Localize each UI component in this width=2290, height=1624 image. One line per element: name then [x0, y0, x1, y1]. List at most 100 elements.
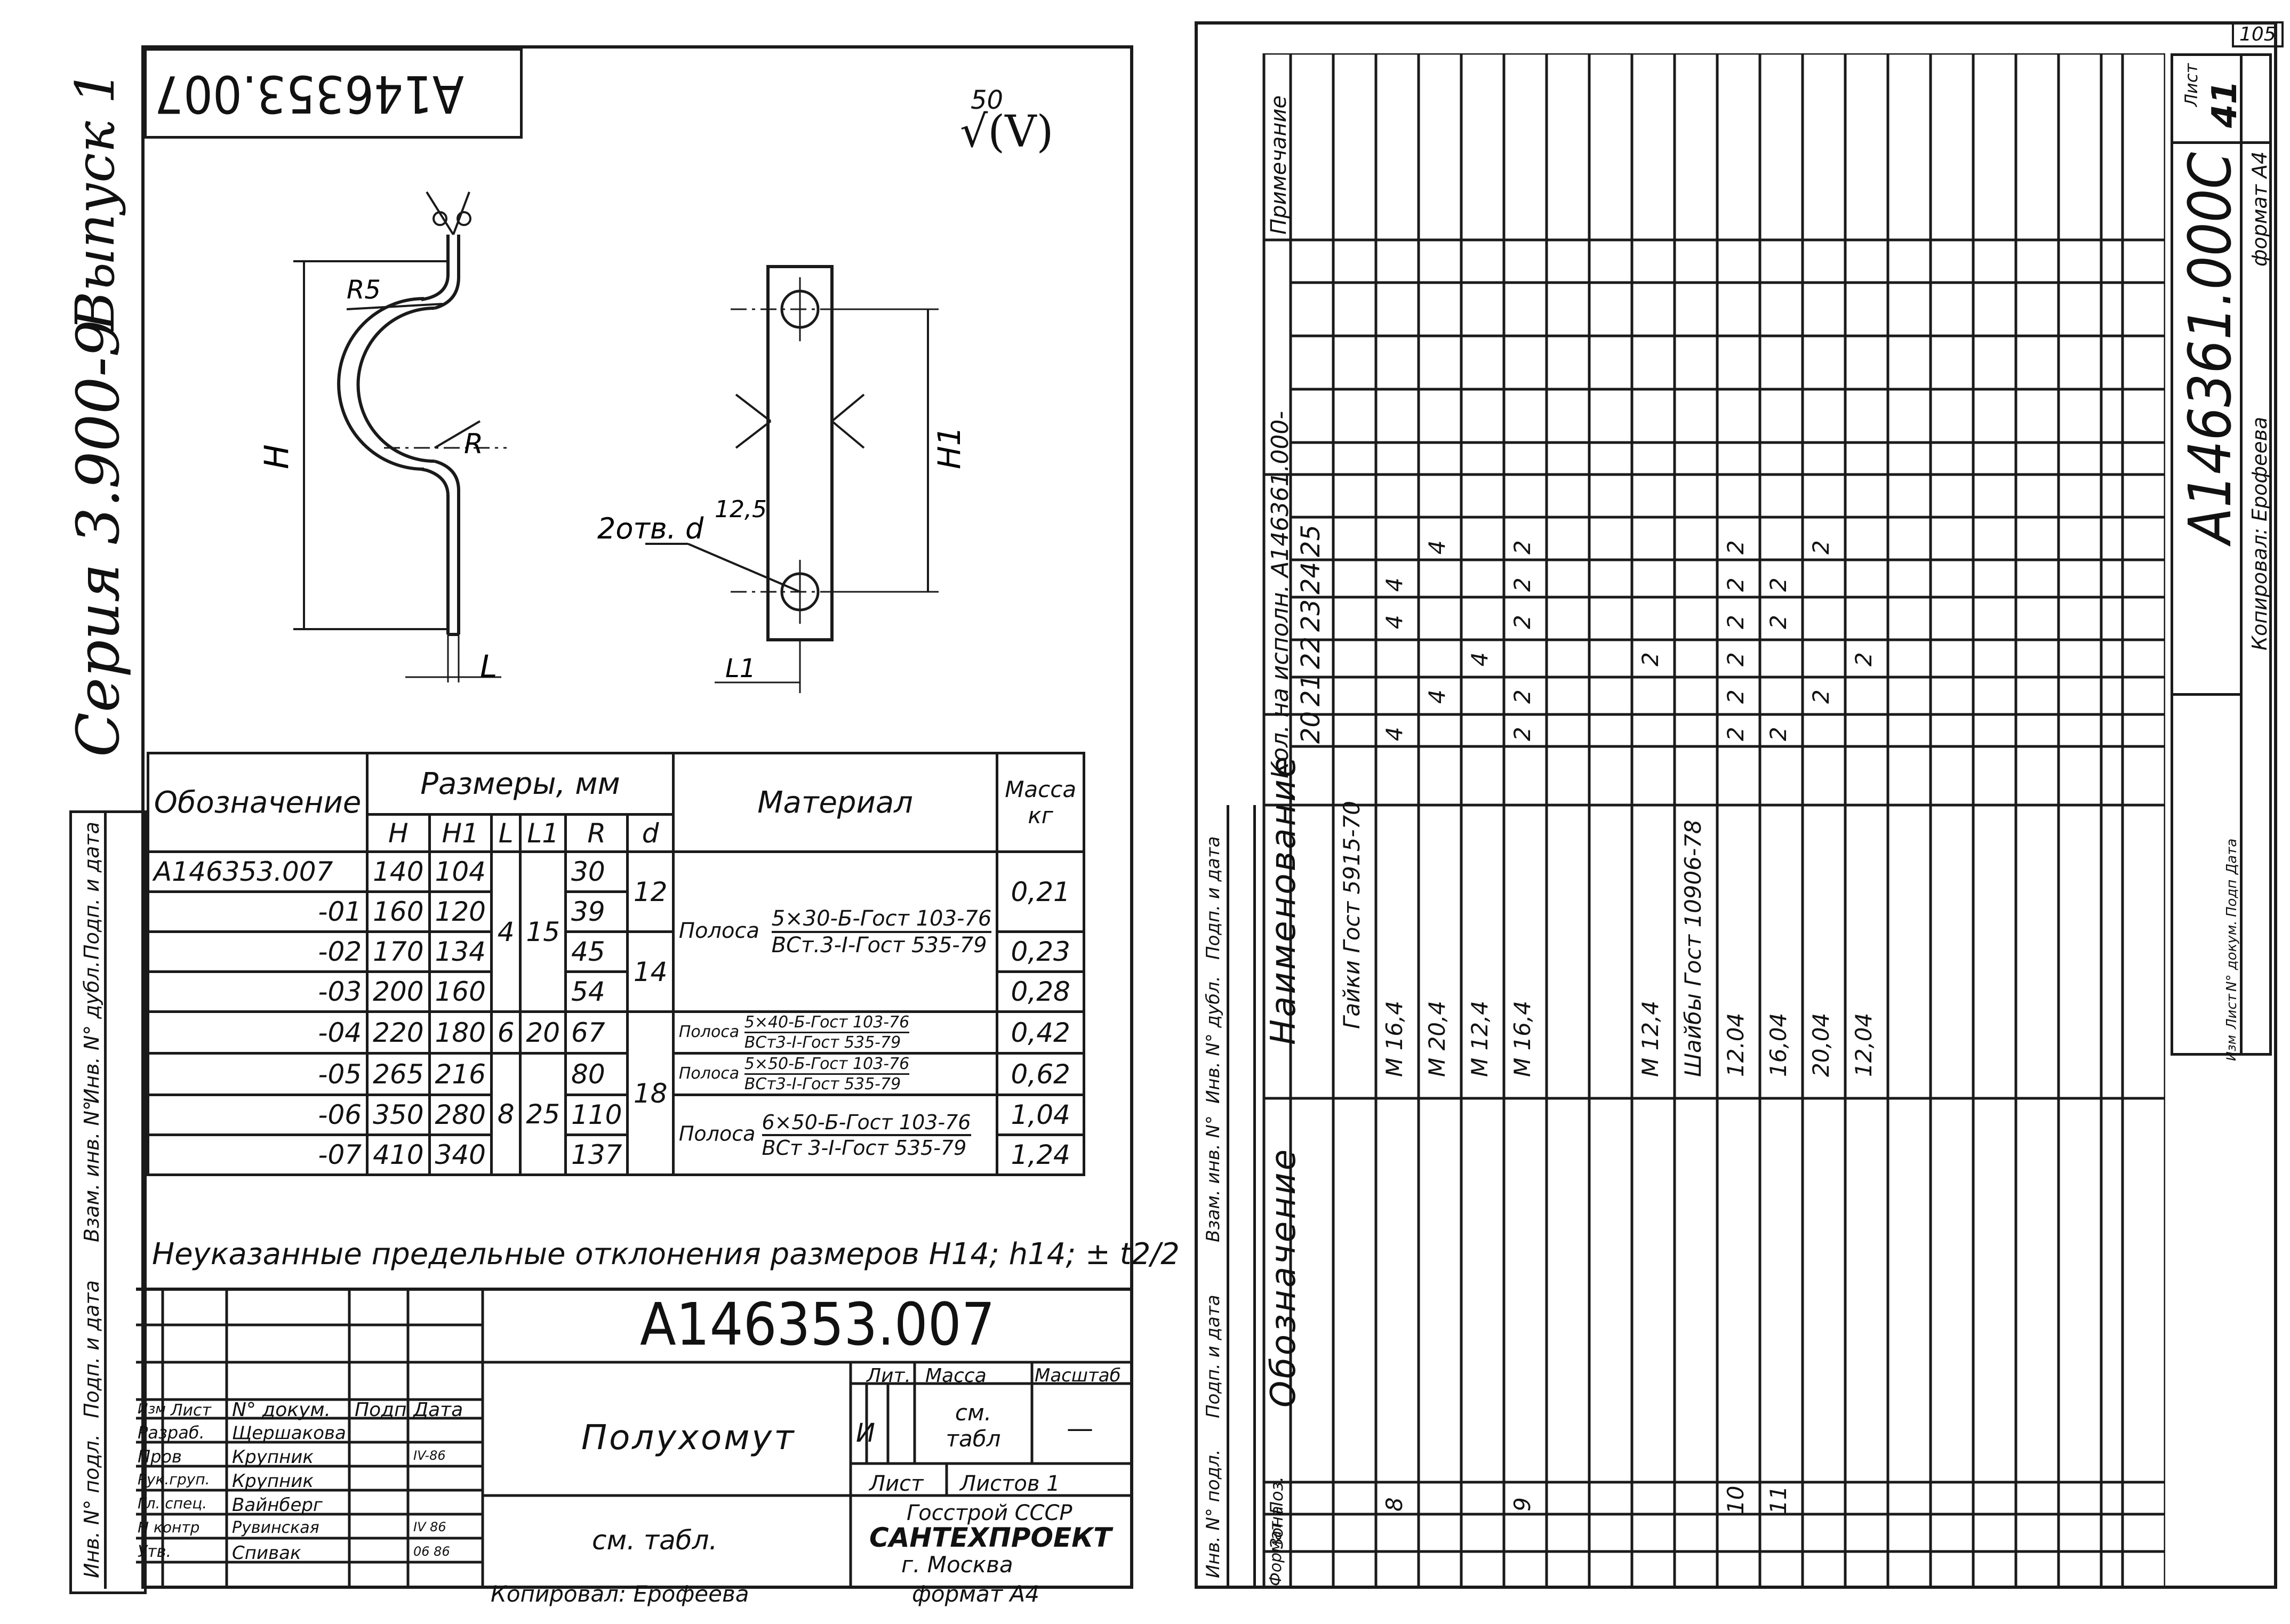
tb-date-1: IV-86 [413, 1448, 446, 1463]
spec-row-q: 2 [1723, 652, 1749, 666]
tb-name-3: Вайнберг [232, 1494, 323, 1516]
tb-col-list: Лист [171, 1401, 212, 1420]
row-mass: 0,28 [996, 970, 1085, 1013]
spec-row-name: М 12,4 [1637, 1000, 1663, 1077]
spec-row-q: 2 [1509, 577, 1535, 592]
th-sizes: Размеры, мм [366, 752, 675, 816]
row-des: -03 [146, 970, 369, 1013]
spec-row-q: 2 [1509, 727, 1535, 741]
row-H: 170 [366, 930, 431, 973]
spec-row-q: 2 [1509, 540, 1535, 554]
tb-name-0: Щершакова [232, 1422, 346, 1444]
mat-prefix-c: Полоса [678, 1064, 740, 1083]
row-H1: 216 [428, 1052, 493, 1096]
spec-row-name: Гайки Гост 5915-70 [1339, 801, 1365, 1029]
right-stamp-col-2: Лист [2224, 994, 2240, 1029]
right-sidebar-label-5: Подп. и дата [1203, 836, 1224, 960]
right-sidebar-label-1: Инв. N° подл. [1203, 1449, 1224, 1578]
row-H1: 120 [428, 890, 493, 933]
cell-L1-c: 25 [519, 1052, 567, 1176]
roughness-mark: √(V) [960, 107, 1054, 157]
spec-row-pos: 11 [1765, 1485, 1791, 1514]
mat-a1: 5×30-Б-Гост 103-76 [771, 906, 992, 933]
spec-row-q: 2 [1509, 615, 1535, 629]
dim-holes: 2отв. d [597, 512, 704, 545]
sidebar-label-4: Инв. N° дубл. [80, 961, 103, 1104]
spec-row-name: М 16,4 [1509, 1000, 1535, 1077]
tb-name-5: Спивак [232, 1542, 301, 1564]
sidebar-label-2: Подп. и дата [80, 1280, 103, 1418]
tb-name-1: Крупник [232, 1446, 314, 1468]
tb-role-1: Пров [138, 1446, 182, 1467]
qty-col-24: 24 [1296, 561, 1326, 594]
spec-row-q: 4 [1381, 615, 1407, 629]
row-R: 67 [564, 1010, 629, 1055]
spec-row-name: 12.04 [1723, 1012, 1749, 1077]
tb-lit-h: Лит. [867, 1365, 911, 1387]
right-sidebar-divider [1227, 805, 1229, 1589]
qty-col-25: 25 [1296, 524, 1326, 557]
row-des: -02 [146, 930, 369, 973]
tb-col-doc: N° докум. [232, 1399, 331, 1421]
right-sidebar-label-2: Подп. и дата [1203, 1295, 1224, 1418]
row-H: 140 [366, 850, 431, 893]
mat-c1: 5×50-Б-Гост 103-76 [744, 1055, 910, 1075]
right-format: формат А4 [2248, 151, 2271, 267]
row-mass: 0,21 [996, 850, 1085, 933]
row-des: -04 [146, 1010, 369, 1055]
left-titleblock [136, 1288, 1133, 1589]
dim-R5: R5 [347, 275, 381, 305]
right-doc-number: А146361.000С [2176, 152, 2244, 544]
right-stamp-col-4: Подп [2224, 879, 2240, 917]
cell-L-c: 8 [490, 1052, 522, 1176]
spec-h-note: Примечание [1267, 95, 1291, 235]
mat-d2: ВСт 3-I-Гост 535-79 [762, 1136, 967, 1160]
row-mass: 0,62 [996, 1052, 1085, 1096]
right-stamp-col-3: N° докум. [2224, 920, 2240, 992]
mat-prefix-d: Полоса [678, 1122, 756, 1145]
row-mass: 1,24 [996, 1133, 1085, 1176]
spec-row-name: 16,04 [1765, 1012, 1791, 1077]
tb-part-name: Полухомут [581, 1418, 796, 1458]
left-format: формат А4 [912, 1581, 1039, 1607]
spec-row-pos: 10 [1723, 1485, 1749, 1514]
tb-role-2: Рук.груп. [138, 1470, 210, 1488]
th-H1: H1 [428, 813, 493, 853]
cell-L1-a: 15 [519, 850, 567, 1013]
tb-role-4: Н контр [138, 1518, 200, 1536]
spec-row-pos: 8 [1381, 1497, 1407, 1512]
sidebar-label-5: Подп. и дата [80, 822, 103, 960]
tb-date-5: 06 86 [413, 1544, 450, 1559]
row-R: 80 [564, 1052, 629, 1096]
row-des: -07 [146, 1133, 369, 1176]
th-H: H [366, 813, 431, 853]
page-no: 105 [2232, 21, 2284, 47]
tb-scale: — [1067, 1413, 1093, 1444]
mat-prefix-a: Полоса [678, 918, 759, 943]
spec-row-name: 12,04 [1851, 1012, 1877, 1077]
spec-row-q: 2 [1723, 727, 1749, 741]
tb-material: см. табл. [592, 1525, 718, 1556]
cell-material-d: Полоса 6×50-Б-Гост 103-76 ВСт 3-I-Гост 5… [671, 1094, 999, 1176]
dim-R: R [464, 428, 483, 460]
spec-h-name: Наименование [1264, 754, 1303, 1045]
row-L: 6 [490, 1010, 522, 1055]
right-stamp-inner [2240, 53, 2272, 1056]
tb-scale-h: Масштаб [1035, 1365, 1121, 1386]
spec-row-name: М 16,4 [1381, 1000, 1407, 1077]
th-designation: Обозначение [146, 752, 369, 853]
left-copied: Копировал: Ерофеева [491, 1581, 749, 1607]
mat-prefix-b: Полоса [678, 1023, 740, 1041]
row-L1: 20 [519, 1010, 567, 1055]
tb-org3: г. Москва [901, 1551, 1013, 1578]
row-H: 200 [366, 970, 431, 1013]
spec-row-q: 4 [1424, 540, 1450, 554]
spec-row-q: 4 [1467, 652, 1493, 666]
qty-col-20: 20 [1296, 711, 1326, 744]
right-stamp [2171, 53, 2272, 1056]
right-stamp-bottom [2171, 693, 2240, 1056]
left-titleblock-grid [136, 1288, 1133, 1586]
row-H1: 160 [428, 970, 493, 1013]
spec-row-name: Шайбы Гост 10906-78 [1680, 819, 1706, 1077]
qty-col-21: 21 [1296, 673, 1326, 706]
